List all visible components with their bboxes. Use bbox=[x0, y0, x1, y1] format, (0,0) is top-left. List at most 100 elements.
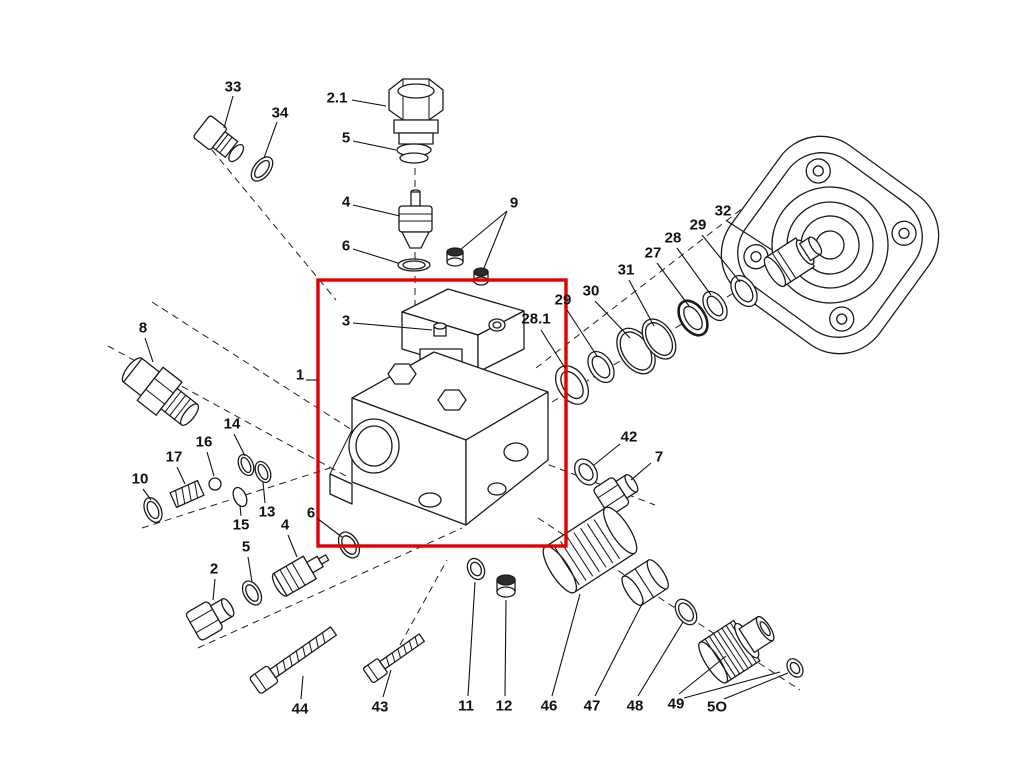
part-13-circlip bbox=[254, 460, 272, 484]
part-label-4: 4 bbox=[281, 517, 290, 534]
part-5-oring-lower bbox=[241, 580, 263, 606]
part-label-7: 7 bbox=[655, 449, 663, 466]
part-44-screw bbox=[249, 626, 338, 694]
part-12-plug bbox=[496, 574, 516, 598]
part-label-6: 6 bbox=[307, 505, 315, 522]
part-label-28.1: 28.1 bbox=[521, 311, 550, 328]
part-label-47: 47 bbox=[584, 698, 601, 715]
part-47-piston-guide bbox=[621, 559, 669, 606]
leader-line-42 bbox=[593, 443, 621, 466]
part-3-screw bbox=[433, 322, 447, 337]
part-label-3: 3 bbox=[342, 313, 350, 330]
leader-line-3 bbox=[352, 322, 433, 331]
part-48-oring bbox=[674, 598, 698, 626]
leader-line-28 bbox=[676, 247, 712, 296]
leader-line-7 bbox=[630, 462, 652, 481]
leader-line-29 bbox=[566, 309, 598, 357]
leader-line-44 bbox=[300, 675, 304, 700]
leader-line-29 bbox=[701, 234, 741, 283]
part-label-13: 13 bbox=[259, 504, 276, 521]
leader-line-6 bbox=[352, 248, 399, 264]
part-11-oring bbox=[466, 557, 486, 581]
part-label-5: 5 bbox=[242, 539, 250, 556]
part-label-29: 29 bbox=[690, 217, 707, 234]
part-42-oring bbox=[574, 458, 598, 486]
part-label-33: 33 bbox=[225, 79, 242, 96]
part-28-seal bbox=[702, 290, 728, 322]
leader-line-14 bbox=[233, 433, 246, 457]
part-31-ring bbox=[641, 318, 677, 360]
part-label-27: 27 bbox=[645, 245, 662, 262]
leader-line-46 bbox=[551, 593, 581, 697]
leader-line-34 bbox=[263, 121, 278, 159]
leader-line-17 bbox=[176, 466, 186, 485]
part-label-49: 49 bbox=[668, 696, 685, 713]
part-label-48: 48 bbox=[627, 698, 644, 715]
leader-line-4 bbox=[352, 204, 401, 217]
part-label-46: 46 bbox=[541, 698, 558, 715]
leader-line-5 bbox=[247, 556, 253, 583]
part-17-spring bbox=[169, 479, 205, 509]
part-10-oring bbox=[143, 497, 163, 523]
part-label-15: 15 bbox=[233, 517, 250, 534]
part-label-34: 34 bbox=[272, 105, 289, 122]
leader-line-30 bbox=[594, 300, 631, 339]
part-label-30: 30 bbox=[583, 283, 600, 300]
leader-line-48 bbox=[637, 621, 684, 697]
part-label-31: 31 bbox=[618, 262, 635, 279]
part-label-9: 9 bbox=[510, 195, 518, 212]
part-2-1-cap bbox=[388, 78, 444, 145]
leader-line-4 bbox=[287, 534, 298, 558]
part-label-5O: 5O bbox=[707, 699, 727, 716]
part-label-32: 32 bbox=[715, 203, 732, 220]
leader-line-5 bbox=[352, 140, 397, 151]
part-label-10: 10 bbox=[132, 471, 149, 488]
leader-line-9 bbox=[459, 210, 508, 251]
leader-line-8 bbox=[144, 337, 154, 363]
part-label-42: 42 bbox=[621, 429, 638, 446]
part-49-coupler bbox=[698, 615, 775, 684]
part-5-oring-top bbox=[396, 143, 432, 164]
leader-line-33 bbox=[223, 95, 234, 129]
part-4-valve-top bbox=[398, 189, 433, 249]
part-label-16: 16 bbox=[196, 434, 213, 451]
part-label-1: 1 bbox=[296, 367, 304, 384]
part-4-valve-lower bbox=[271, 554, 330, 597]
leader-line-2.1 bbox=[351, 99, 387, 107]
leader-line-49 bbox=[678, 655, 727, 695]
part-7-plug bbox=[593, 473, 639, 516]
part-label-6: 6 bbox=[342, 238, 350, 255]
pump-housing bbox=[720, 135, 940, 355]
part-15-retainer bbox=[232, 486, 248, 508]
part-27-seal bbox=[677, 299, 709, 337]
part-label-28: 28 bbox=[665, 230, 682, 247]
labels-layer: 33342.1546938128.12930312728293214161710… bbox=[132, 79, 789, 718]
leader-line-43 bbox=[382, 669, 392, 698]
part-29-seal-a bbox=[587, 350, 615, 384]
leader-line-49 bbox=[683, 671, 781, 699]
leader-line-6 bbox=[317, 518, 343, 538]
leader-line-16 bbox=[206, 451, 215, 477]
part-50-oring bbox=[786, 658, 804, 678]
leader-line-13 bbox=[262, 481, 266, 504]
part-label-8: 8 bbox=[139, 320, 147, 337]
part-16-ball bbox=[208, 477, 222, 491]
leader-line-31 bbox=[628, 279, 655, 327]
leader-line-32 bbox=[726, 220, 773, 251]
leader-line-9 bbox=[483, 210, 508, 269]
part-label-43: 43 bbox=[372, 699, 389, 716]
part-43-screw bbox=[362, 633, 425, 684]
leader-line-47 bbox=[594, 601, 644, 697]
part-28-1-seal bbox=[554, 365, 590, 405]
leader-line-10 bbox=[142, 488, 152, 501]
leader-line-28.1 bbox=[540, 329, 566, 369]
leader-line-12 bbox=[504, 599, 507, 697]
part-label-11: 11 bbox=[458, 698, 474, 715]
part-46-coupling bbox=[542, 506, 638, 594]
part-label-2.1: 2.1 bbox=[327, 90, 348, 107]
part-label-14: 14 bbox=[224, 416, 241, 433]
part-label-29: 29 bbox=[555, 292, 572, 309]
part-label-2: 2 bbox=[210, 561, 218, 578]
